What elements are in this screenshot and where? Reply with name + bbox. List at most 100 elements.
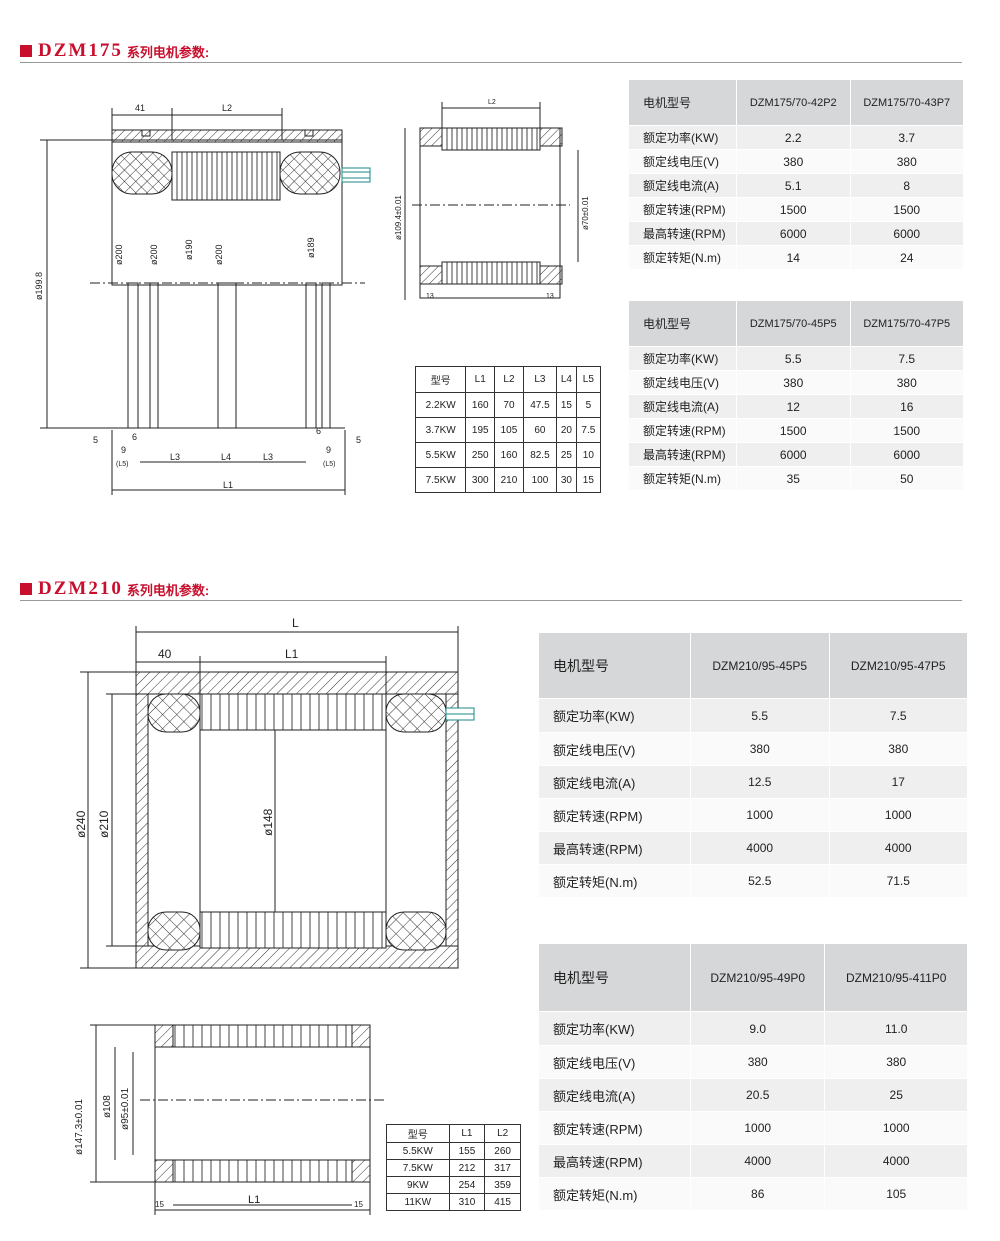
spec-cell: 7.5	[849, 346, 964, 371]
dims-cell: 250	[465, 442, 496, 468]
spec-cell: 25	[824, 1078, 968, 1112]
dims-cell: 20	[556, 417, 577, 443]
spec-cell: 35	[736, 466, 851, 491]
spec-cell: 11.0	[824, 1011, 968, 1046]
spec-header-cell: 电机型号	[538, 632, 691, 699]
dims-header-cell: L4	[556, 366, 577, 393]
dimension-label: 15	[155, 1200, 164, 1209]
dimension-label: 9	[121, 445, 126, 455]
spec-cell: 5.5	[736, 346, 851, 371]
spec-header-cell: DZM175/70-47P5	[849, 300, 964, 347]
spec-cell: 额定转速(RPM)	[628, 197, 737, 222]
spec-cell: 105	[824, 1177, 968, 1211]
dims-header-cell: L1	[448, 1124, 486, 1143]
spec-cell: 1000	[828, 798, 968, 832]
spec-cell: 1000	[689, 1111, 826, 1145]
spec-cell: 2.2	[736, 125, 851, 150]
dimension-label: ø70±0.01	[581, 196, 590, 230]
dimension-label: ø210	[97, 810, 111, 838]
spec-header-cell: DZM210/95-45P5	[690, 632, 830, 699]
dims-cell: 82.5	[522, 442, 558, 468]
dims-cell: 212	[448, 1159, 486, 1177]
spec-cell: 4000	[690, 831, 830, 865]
spec-header-cell: DZM210/95-47P5	[828, 632, 968, 699]
dimension-label: ø240	[74, 810, 88, 838]
dims-cell: 5.5KW	[386, 1142, 450, 1160]
spec-cell: 额定线电流(A)	[538, 765, 691, 799]
spec-cell: 17	[828, 765, 968, 799]
spec-cell: 最高转速(RPM)	[628, 442, 737, 467]
spec-cell: 3.7	[849, 125, 964, 150]
dimension-label: L1	[285, 647, 299, 661]
spec-cell: 7.5	[828, 698, 968, 733]
dims-header-cell: L2	[484, 1124, 521, 1143]
spec-cell: 额定转速(RPM)	[538, 798, 691, 832]
spec-cell: 20.5	[689, 1078, 826, 1112]
spec-cell: 额定线电流(A)	[538, 1078, 691, 1112]
dzm175-spec-table-a: 电机型号 DZM175/70-42P2 DZM175/70-43P7 额定功率(…	[628, 79, 964, 270]
dimension-label: ø95±0.01	[120, 1087, 131, 1130]
spec-cell: 5.5	[690, 698, 830, 733]
spec-cell: 最高转速(RPM)	[628, 221, 737, 246]
spec-cell: 380	[849, 149, 964, 174]
spec-cell: 12.5	[690, 765, 830, 799]
spec-cell: 额定转速(RPM)	[628, 418, 737, 443]
dims-cell: 160	[465, 392, 496, 418]
dims-cell: 415	[484, 1193, 521, 1211]
dimension-label: ø200	[214, 244, 224, 265]
spec-cell: 4000	[828, 831, 968, 865]
section-divider	[20, 62, 962, 63]
spec-cell: 380	[736, 149, 851, 174]
spec-cell: 50	[849, 466, 964, 491]
dimension-label: L4	[221, 452, 231, 462]
dims-cell: 254	[448, 1176, 486, 1194]
spec-header-cell: 电机型号	[628, 79, 737, 126]
dims-cell: 15	[556, 392, 577, 418]
spec-header-cell: 电机型号	[538, 943, 691, 1012]
dimension-label: 15	[354, 1200, 363, 1209]
dimension-label: 6	[316, 426, 321, 436]
spec-cell: 380	[689, 1045, 826, 1079]
dimension-label: 13	[546, 293, 554, 300]
dimension-label: (L5)	[323, 461, 335, 468]
spec-cell: 额定线电流(A)	[628, 173, 737, 198]
spec-cell: 额定功率(KW)	[628, 346, 737, 371]
spec-cell: 380	[828, 732, 968, 766]
dimension-label: ø108	[102, 1095, 113, 1118]
spec-cell: 1000	[824, 1111, 968, 1145]
dimension-label: L1	[248, 1194, 260, 1206]
spec-cell: 6000	[849, 442, 964, 467]
dims-cell: 260	[484, 1142, 521, 1160]
dims-cell: 7.5	[575, 417, 602, 443]
dimension-label: L2	[222, 103, 232, 113]
spec-cell: 1500	[849, 197, 964, 222]
spec-cell: 额定功率(KW)	[538, 1011, 691, 1046]
dims-cell: 310	[448, 1193, 486, 1211]
dims-cell: 11KW	[386, 1193, 450, 1211]
dims-cell: 317	[484, 1159, 521, 1177]
dimension-label: ø200	[114, 244, 124, 265]
dzm175-drawing: 41 L2 ø199.8 ø200 ø200 ø190 ø200 ø189 5 …	[34, 99, 590, 495]
spec-header-cell: 电机型号	[628, 300, 737, 347]
spec-cell: 4000	[689, 1144, 826, 1178]
